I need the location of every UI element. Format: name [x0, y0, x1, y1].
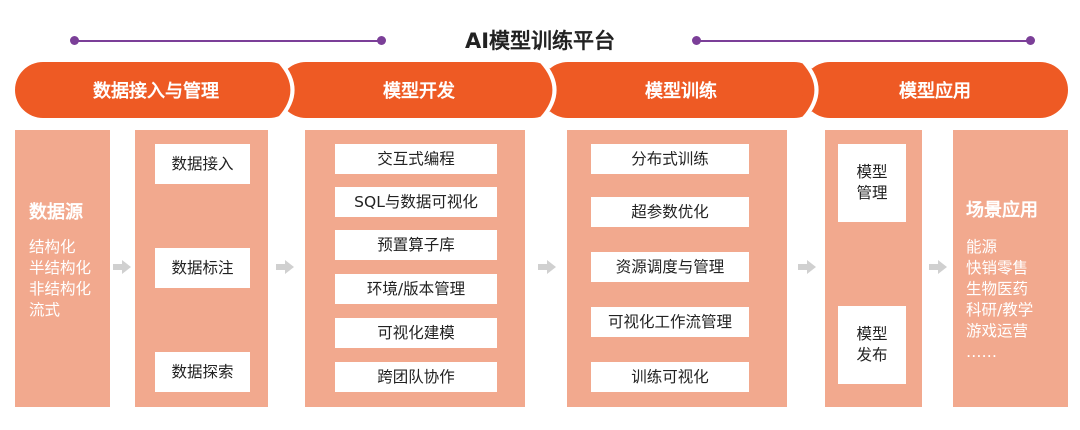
title-line-right [697, 40, 1030, 42]
scene-item: 快销零售 [966, 259, 1029, 277]
data-source-heading: 数据源 [29, 202, 83, 223]
data-source-item: 半结构化 [29, 259, 92, 277]
model-manage-box: 模型 管理 [838, 144, 906, 222]
model-publish-box: 模型 发布 [838, 306, 906, 384]
phase-data-ingest: 数据接入与管理 [15, 62, 297, 118]
data-source-item: 流式 [29, 301, 61, 319]
data-source-item: 非结构化 [29, 280, 92, 298]
line-left-end-dot [377, 36, 386, 45]
scene-item: 游戏运营 [966, 322, 1029, 340]
scene-item: …… [966, 343, 997, 361]
phase-label: 模型训练 [645, 81, 717, 102]
phase-model-dev: 模型开发 [278, 62, 560, 118]
data-source-panel: 数据源 结构化 半结构化 非结构化 流式 [15, 130, 110, 407]
dev-step-box: SQL与数据可视化 [335, 187, 497, 217]
model-dev-panel: 交互式编程 SQL与数据可视化 预置算子库 环境/版本管理 可视化建模 跨团队协… [305, 130, 525, 407]
title-line-left [74, 40, 381, 42]
data-source-list: 结构化 半结构化 非结构化 流式 [29, 237, 91, 321]
flow-arrow-icon [113, 260, 131, 274]
phase-label: 数据接入与管理 [93, 81, 219, 102]
scenes-panel: 场景应用 能源 快销零售 生物医药 科研/教学 游戏运营 …… [953, 130, 1068, 407]
train-step-box: 可视化工作流管理 [591, 307, 749, 337]
flow-arrow-icon [929, 260, 947, 274]
dev-step-box: 可视化建模 [335, 318, 497, 348]
model-ops-panel: 模型 管理 模型 发布 [825, 130, 922, 407]
flow-arrow-icon [276, 260, 294, 274]
dev-step-box: 跨团队协作 [335, 362, 497, 392]
data-label-box: 数据标注 [155, 248, 250, 288]
data-ingest-box: 数据接入 [155, 144, 250, 184]
phase-model-apply: 模型应用 [802, 62, 1068, 118]
dev-step-box: 交互式编程 [335, 144, 497, 174]
dev-step-box: 预置算子库 [335, 230, 497, 260]
scene-item: 科研/教学 [966, 301, 1034, 319]
train-step-box: 分布式训练 [591, 144, 749, 174]
flow-arrow-icon [798, 260, 816, 274]
line-right-start-dot [692, 36, 701, 45]
data-steps-panel: 数据接入 数据标注 数据探索 [135, 130, 268, 407]
train-step-box: 资源调度与管理 [591, 252, 749, 282]
train-step-box: 超参数优化 [591, 197, 749, 227]
phase-label: 模型应用 [899, 81, 971, 102]
scene-item: 能源 [966, 238, 998, 256]
scenes-heading: 场景应用 [966, 200, 1038, 221]
phase-separator-chevrons [278, 60, 819, 120]
data-explore-box: 数据探索 [155, 352, 250, 392]
phase-label: 模型开发 [383, 81, 455, 102]
scene-item: 生物医药 [966, 280, 1029, 298]
dev-step-box: 环境/版本管理 [335, 274, 497, 304]
model-train-panel: 分布式训练 超参数优化 资源调度与管理 可视化工作流管理 训练可视化 [567, 130, 787, 407]
train-step-box: 训练可视化 [591, 362, 749, 392]
line-right-end-dot [1026, 36, 1035, 45]
flow-arrow-icon [538, 260, 556, 274]
phase-model-train: 模型训练 [540, 62, 822, 118]
data-source-item: 结构化 [29, 238, 76, 256]
scenes-list: 能源 快销零售 生物医药 科研/教学 游戏运营 …… [966, 237, 1033, 363]
page-title: AI模型训练平台 [464, 29, 616, 53]
